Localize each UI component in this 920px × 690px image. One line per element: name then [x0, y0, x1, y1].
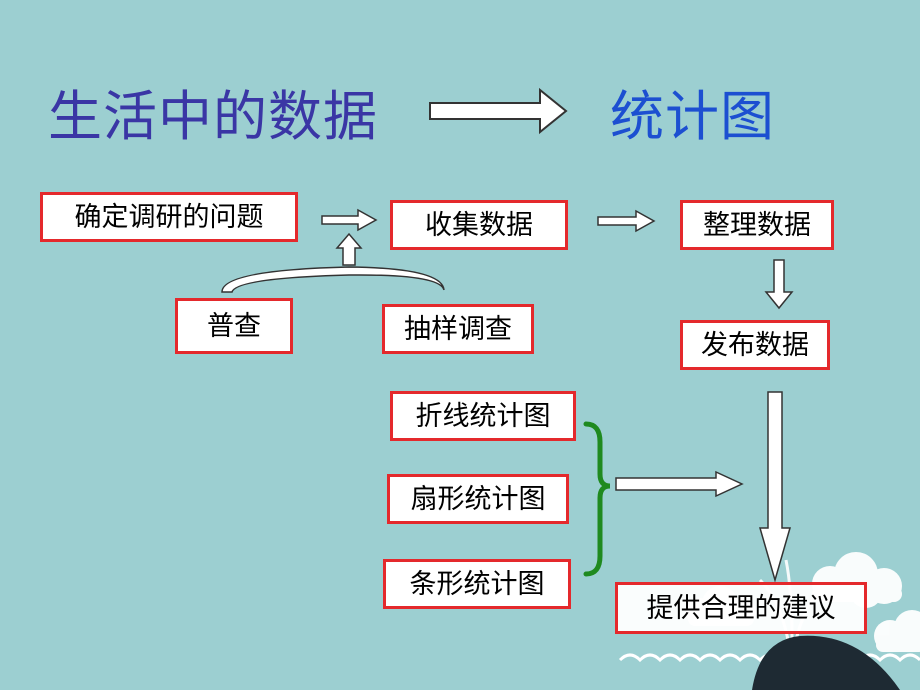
- curve-connector: [221, 266, 445, 293]
- arrow-down-long-icon: [759, 391, 791, 583]
- box-publish-data: 发布数据: [680, 320, 830, 370]
- arrow-up-icon: [335, 232, 363, 266]
- box-organize-data: 整理数据: [680, 200, 834, 250]
- arrow-right-icon: [597, 209, 656, 233]
- box-sample-survey: 抽样调查: [382, 304, 534, 354]
- title-arrow-icon: [429, 87, 568, 135]
- brace-icon: [583, 421, 611, 577]
- arrow-right-icon: [615, 470, 744, 498]
- box-line-chart: 折线统计图: [390, 391, 576, 441]
- box-pie-chart: 扇形统计图: [387, 474, 569, 524]
- box-bar-chart: 条形统计图: [383, 559, 571, 609]
- box-suggestion: 提供合理的建议: [615, 582, 867, 634]
- arrow-down-icon: [764, 259, 794, 310]
- title-left: 生活中的数据: [48, 85, 378, 148]
- title-right: 统计图: [610, 85, 775, 148]
- box-collect-data: 收集数据: [390, 200, 568, 250]
- cloud-icon: [874, 610, 920, 652]
- arrow-right-icon: [321, 208, 378, 232]
- whale-icon: [752, 635, 900, 690]
- box-census: 普查: [175, 298, 293, 354]
- box-define-question: 确定调研的问题: [40, 192, 298, 242]
